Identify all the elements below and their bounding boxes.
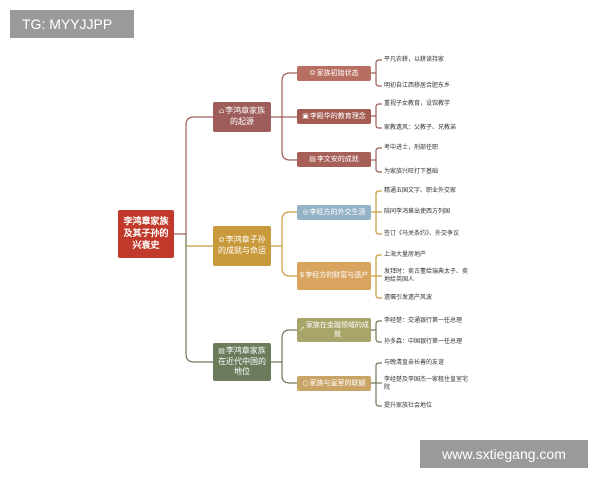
family-icon: ☺ [218,236,225,245]
branch-origin-label: 李鸿章家族的起源 [225,106,266,126]
sub-marriage: ○家族与皇室的联姻 [297,376,371,391]
sub-achievement: ▤李文安的成就 [297,152,371,167]
leaf: 发拜时：卖古董给瑞典太子、卖地给英国人 [384,268,469,283]
line-b1-s13 [281,117,297,161]
branch-status-label: 李鸿章家族在近代中国的地位 [218,345,266,377]
scroll-icon: ▤ [218,346,225,355]
leaf: 陪同李鸿章出使西方列国 [384,208,451,215]
line-b1-s11 [271,72,297,118]
sub-finance-label: 家族在金融领域的成就 [305,320,369,338]
sub-diplomacy: ◎李经方的外交生涯 [297,205,371,220]
sub-initial-state: ☺家族初始状态 [297,66,371,81]
leaf: 考中进士，刑部任职 [384,144,439,151]
sub-marriage-label: 家族与皇室的联姻 [309,378,366,387]
leaf: 与晚清皇亲长善的友谊 [384,359,445,366]
globe-icon: ◎ [302,207,309,216]
sub-diplomacy-label: 李经方的外交生涯 [309,207,366,216]
line-b3-s23 [271,329,297,363]
house-icon: ⌂ [218,107,225,116]
family-icon: ☺ [309,68,316,77]
sub-wealth: $李经方的财富与遗产 [297,262,371,290]
line-root-b3 [185,234,213,363]
scroll-icon: ▤ [309,154,316,163]
leaf: 遗嘱引发遗产风波 [384,294,433,301]
sub-education-label: 李殿华的教育理念 [309,111,366,120]
chart-icon: ↗ [299,325,305,334]
line-b2-s22 [281,246,297,277]
sub-finance: ↗家族在金融领域的成就 [297,318,371,342]
leaf: 签订《马关条约》、外交争议 [384,230,460,237]
leaf: 孙多森：中国银行第一任总理 [384,338,463,345]
book-icon: ▣ [302,111,309,120]
root-node: 李鸿章家族及其子孙的兴衰史 [118,210,174,258]
sub-wealth-label: 李经方的财富与遗产 [305,271,369,280]
channel-tag: TG: MYYJJPP [10,10,134,38]
leaf: 李经楚及李国杰一家租住皇室宅院 [384,376,469,391]
sub-education: ▣李殿华的教育理念 [297,109,371,124]
ring-icon: ○ [302,378,309,387]
branch-origin: ⌂李鸿章家族的起源 [213,102,271,132]
line-root-b1 [174,116,213,235]
leaf: 上海大量房地产 [384,251,427,258]
sub-initial-state-label: 家族初始状态 [316,68,359,77]
leaf: 重视子女教育，设馆教学 [384,100,451,107]
leaf: 李经楚：交通银行第一任总理 [384,317,463,324]
line-b2-s21 [271,211,297,247]
leaf: 家教遗风：父教子、兄教弟 [384,124,457,131]
leaf: 平凡农耕，以耕读持家 [384,56,445,63]
sub-achievement-label: 李文安的成就 [316,154,359,163]
branch-descendants: ☺李鸿章子孙的成就与命运 [213,226,271,266]
leaf: 为家族兴旺打下基础 [384,168,439,175]
leaf: 提升家族社会地位 [384,402,433,409]
money-icon: $ [299,271,305,280]
branch-descendants-label: 李鸿章子孙的成就与命运 [218,235,266,255]
watermark: www.sxtiegang.com [420,440,588,468]
leaf: 精通五国文字、职业外交家 [384,187,457,194]
line-root-b2 [185,234,213,247]
line-b3-s24 [281,362,297,384]
leaf: 明初自江西移居合肥东乡 [384,82,451,89]
branch-status: ▤李鸿章家族在近代中国的地位 [213,343,271,381]
